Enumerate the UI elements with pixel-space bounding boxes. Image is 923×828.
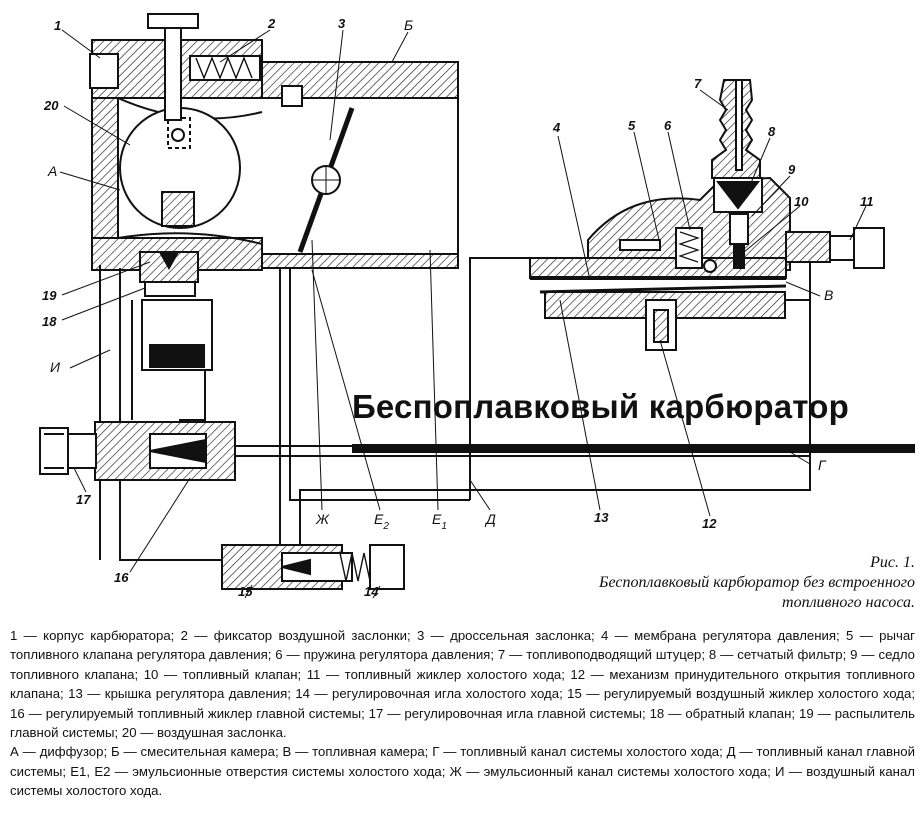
letter-d: Д — [484, 511, 496, 527]
callout-labels: 1 2 3 4 5 6 7 8 9 10 11 12 13 14 14 15 1… — [42, 16, 874, 599]
letter-i: И — [50, 359, 61, 375]
callout-20: 20 — [43, 98, 59, 113]
callout-10: 10 — [794, 194, 809, 209]
callout-8: 8 — [768, 124, 776, 139]
figure-caption: Беспоплавковый карбюратор без встроенног… — [599, 574, 915, 611]
callout-6: 6 — [664, 118, 672, 133]
title-rule — [352, 444, 915, 453]
callout-3: 3 — [338, 16, 346, 31]
air-choke — [119, 107, 241, 229]
carburetor-diagram: 1 2 3 4 5 6 7 8 9 10 11 12 13 14 14 15 1… — [39, 13, 915, 599]
letter-g: Г — [818, 457, 827, 473]
callout-13: 13 — [594, 510, 609, 525]
callout-16: 16 — [114, 570, 129, 585]
callout-17: 17 — [76, 492, 91, 507]
throttle-valve — [297, 107, 355, 253]
callout-11: 11 — [860, 194, 874, 209]
callout-7: 7 — [694, 76, 702, 91]
callout-19: 19 — [42, 288, 57, 303]
main-jet-assembly — [39, 421, 236, 481]
idle-jet-assembly — [221, 544, 405, 590]
letter-b: Б — [404, 17, 413, 33]
letter-labels: А Б В Г Д Ж Е2 Е1 И — [47, 17, 833, 532]
callout-9: 9 — [788, 162, 796, 177]
callout-15: 15 — [238, 584, 253, 599]
main-spray — [139, 251, 213, 371]
choke-lock — [89, 13, 303, 121]
fuel-inlet — [711, 79, 763, 269]
letter-v: В — [824, 287, 833, 303]
callout-1: 1 — [54, 18, 61, 33]
legend-parts: 1 — корпус карбюратора; 2 — фиксатор воз… — [10, 628, 915, 741]
callout-4: 4 — [552, 120, 561, 135]
figure-number: Рис. 1. — [870, 554, 915, 571]
callout-leaders — [59, 29, 867, 599]
letter-zh: Ж — [315, 511, 330, 527]
callout-5: 5 — [628, 118, 636, 133]
letter-a: А — [47, 163, 57, 179]
letter-e2: Е2 — [374, 511, 389, 532]
callout-18: 18 — [42, 314, 57, 329]
legend-letters: А — диффузор; Б — смесительная камера; В… — [10, 744, 915, 799]
diagram-title: Беспоплавковый карбюратор — [352, 388, 849, 425]
callout-12: 12 — [702, 516, 717, 531]
callout-14-visible: 14 — [364, 584, 379, 599]
idle-fuel-jet — [785, 227, 885, 269]
callout-2: 2 — [267, 16, 276, 31]
letter-e1: Е1 — [432, 511, 447, 532]
legend: 1 — корпус карбюратора; 2 — фиксатор воз… — [10, 626, 915, 801]
